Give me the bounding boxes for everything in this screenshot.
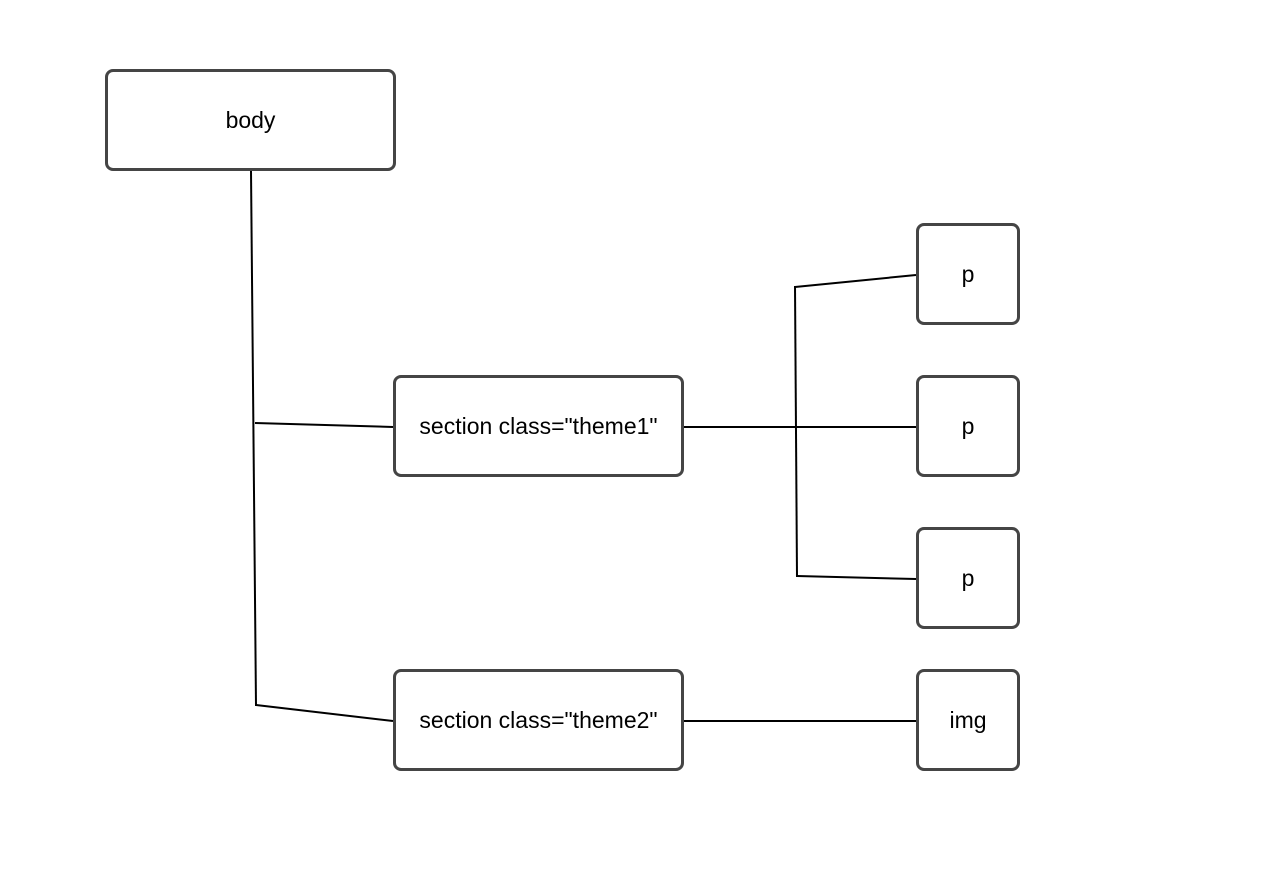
- connector-body-trunk: [250, 170, 257, 707]
- connector-section1-p3: [796, 575, 917, 580]
- node-body: body: [105, 69, 396, 171]
- connector-section1-p1: [794, 274, 917, 288]
- node-section-theme2: section class="theme2": [393, 669, 684, 771]
- connector-p-branch-vertical: [794, 285, 798, 578]
- node-img: img: [916, 669, 1020, 771]
- node-p-3: p: [916, 527, 1020, 629]
- node-p-1-label: p: [961, 260, 975, 287]
- node-p-2-label: p: [961, 412, 975, 439]
- connector-body-section2: [255, 704, 394, 722]
- node-p-1: p: [916, 223, 1020, 325]
- node-body-label: body: [225, 106, 276, 133]
- node-p-2: p: [916, 375, 1020, 477]
- node-section-theme2-label: section class="theme2": [419, 706, 658, 733]
- node-p-3-label: p: [961, 564, 975, 591]
- node-section-theme1: section class="theme1": [393, 375, 684, 477]
- connector-body-section1: [254, 422, 394, 428]
- node-section-theme1-label: section class="theme1": [419, 412, 658, 439]
- node-img-label: img: [949, 706, 987, 733]
